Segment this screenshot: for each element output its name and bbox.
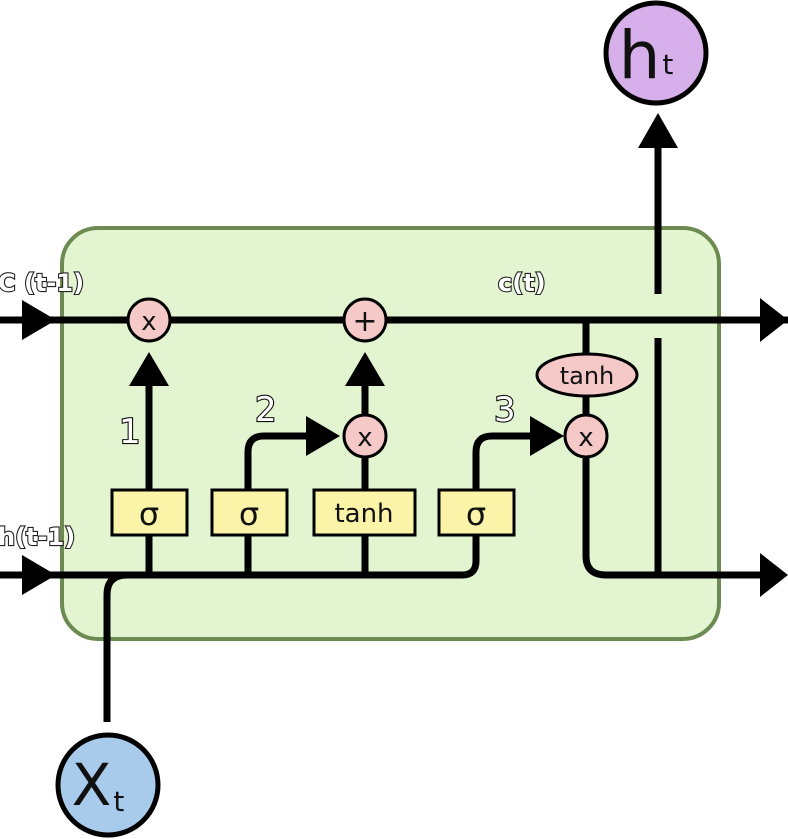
hidden-state-line [0, 540, 480, 579]
forget-gate-arrow [129, 352, 169, 386]
cell-state-prev-label: C (t-1) [0, 269, 84, 297]
input-gate-wire [244, 432, 310, 575]
input-line [103, 571, 128, 722]
input-multiply-label: x [357, 423, 372, 453]
input-multiply-op [342, 413, 388, 459]
step-number-1: 1 [119, 412, 141, 452]
input-node-label: Xt [72, 751, 125, 819]
cell-state-out-arrow [760, 298, 788, 342]
hidden-state-in-arrow [22, 555, 56, 595]
output-gate-label: σ [466, 495, 486, 533]
cell-state-in-arrow [22, 300, 56, 340]
cell-add-op [342, 297, 388, 343]
output-path [582, 436, 768, 579]
output-tanh-op [535, 352, 639, 398]
input-gate-arrow [306, 416, 340, 456]
hidden-state-out-arrow [760, 553, 788, 597]
output-node-label: ht [619, 17, 674, 94]
output-multiply-op [563, 413, 609, 459]
output-gate [437, 488, 516, 537]
output-gate-wire [472, 432, 532, 540]
step-number-2: 2 [255, 390, 277, 430]
output-tanh-label: tanh [560, 362, 615, 390]
forget-gate-label: σ [139, 495, 159, 533]
forget-multiply-op [126, 297, 172, 343]
candidate-arrow [345, 352, 385, 386]
step-number-3: 3 [494, 390, 516, 430]
output-multiply-label: x [578, 423, 593, 453]
hidden-state-prev-label: h(t-1) [0, 523, 75, 551]
forget-gate [110, 488, 189, 537]
candidate-gate [312, 488, 417, 537]
forget-multiply-label: x [141, 307, 156, 337]
cell-state-current-label: c(t) [498, 269, 546, 297]
output-up-arrow [638, 113, 678, 148]
output-gate-arrow [530, 416, 564, 456]
input-gate [210, 488, 289, 537]
candidate-gate-label: tanh [334, 499, 393, 529]
input-node [55, 732, 161, 838]
input-gate-label: σ [239, 495, 259, 533]
output-node [603, 0, 709, 106]
cell-add-label: + [352, 304, 377, 339]
